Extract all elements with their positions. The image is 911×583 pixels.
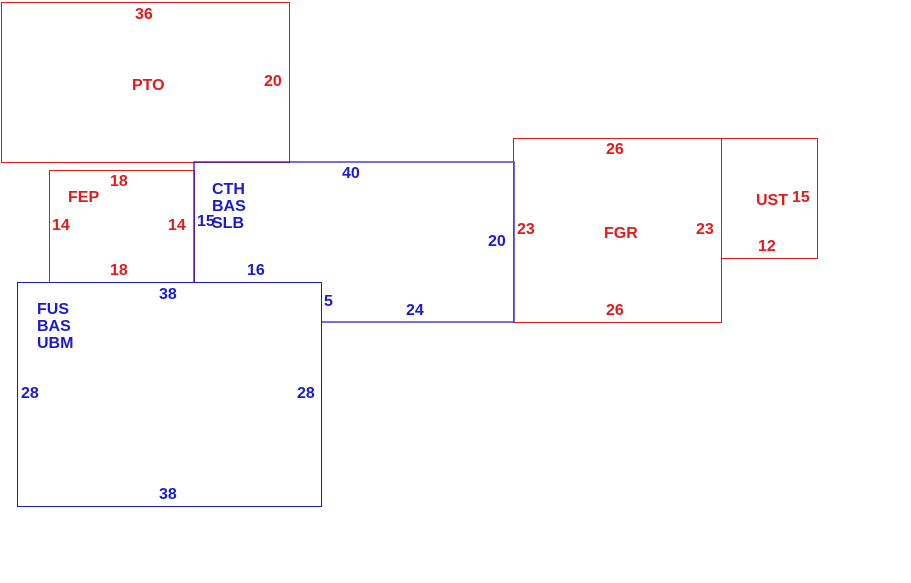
room-pto-dim-right: 20: [264, 73, 282, 90]
room-pto-label: PTO: [132, 77, 165, 94]
room-ust-label: UST: [756, 192, 788, 209]
room-fgr-dim-bottom: 26: [606, 302, 624, 319]
room-fgr-label: FGR: [604, 225, 638, 242]
room-fgr-dim-top: 26: [606, 141, 624, 158]
room-fgr-dim-right: 23: [696, 221, 714, 238]
room-fus-label-line-2: BAS: [37, 318, 71, 335]
room-ust-dim-right: 15: [792, 189, 810, 206]
room-cth-dim-top: 40: [342, 165, 360, 182]
room-fus-dim-top: 38: [159, 286, 177, 303]
room-fep-dim-bottom: 18: [110, 262, 128, 279]
room-cth-dim-bottom: 24: [406, 302, 424, 319]
room-fep-label: FEP: [68, 189, 100, 206]
room-pto-dim-top: 36: [135, 6, 153, 23]
room-ust-dim-bottom: 12: [758, 238, 776, 255]
room-fus-label-line-1: FUS: [37, 301, 69, 318]
room-fgr-dim-left: 23: [517, 221, 535, 238]
room-fus-dim-left: 28: [21, 385, 39, 402]
room-cth-label-line-2: BAS: [212, 198, 246, 215]
room-cth-dim-inner-bottom: 16: [247, 262, 265, 279]
room-fus-outline: [17, 282, 322, 507]
room-cth-label: CTH BAS SLB: [212, 181, 246, 232]
room-fep-dim-right: 14: [168, 217, 186, 234]
room-pto-outline: [1, 2, 290, 163]
room-fus-label-line-3: UBM: [37, 335, 74, 352]
room-fep-dim-left: 14: [52, 217, 70, 234]
room-fus-dim-right: 28: [297, 385, 315, 402]
room-cth-label-line-1: CTH: [212, 181, 245, 198]
room-fus-dim-bottom: 38: [159, 486, 177, 503]
room-cth-dim-notch: 5: [324, 293, 333, 310]
room-ust-outline: [721, 138, 818, 259]
room-cth-dim-left: 15: [197, 213, 215, 230]
room-fep-dim-top: 18: [110, 173, 128, 190]
room-cth-label-line-3: SLB: [212, 215, 244, 232]
room-cth-dim-right: 20: [488, 233, 506, 250]
room-fus-label: FUS BAS UBM: [37, 301, 73, 352]
